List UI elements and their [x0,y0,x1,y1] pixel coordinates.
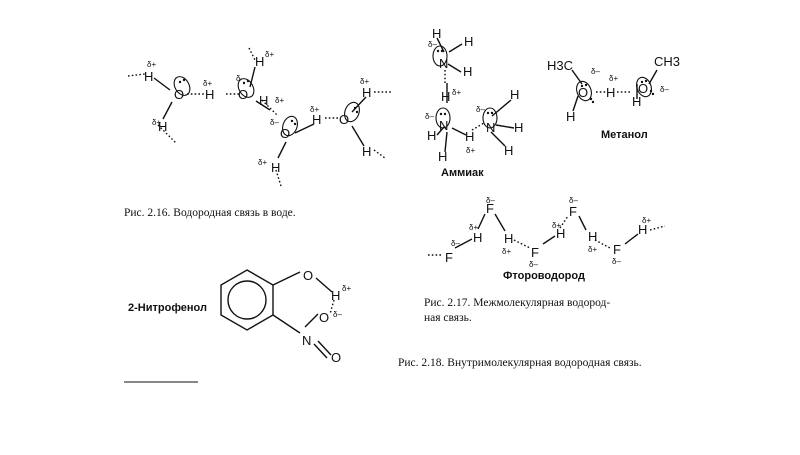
caption-fig-2-18: Рис. 2.18. Внутримолекулярная водородная… [398,357,642,369]
methanol-o-2: O [638,81,648,96]
hf-f: F [445,250,453,265]
methanol-delta-minus: δ– [660,85,669,94]
nitrophenol-h: H [331,288,340,303]
ammonia-delta-minus: δ– [428,40,437,49]
methanol-h-2: H [632,94,641,109]
ammonia-n-2: N [439,118,448,133]
water-delta-plus: δ+ [265,50,274,59]
ammonia-delta-minus: δ– [425,112,434,121]
nitrophenol-structure: O H O N O δ+ δ– [220,268,351,365]
hf-h: H [504,231,513,246]
water-delta-minus: δ– [236,74,245,83]
caption-fig-2-17-line1: Рис. 2.17. Межмолекулярная водород- [424,297,610,309]
water-h-9: H [362,144,371,159]
water-cluster: H O H H O H H O H H O H H δ+ δ+ δ+ δ– δ+… [127,47,392,187]
label-methanol: Метанол [601,129,648,141]
hf-h: H [638,222,647,237]
hf-h: H [588,229,597,244]
hf-h: H [473,230,482,245]
water-h-7: H [271,160,280,175]
methanol-ch3-right: CH3 [654,54,680,69]
nitrophenol-o-nitro: O [319,310,329,325]
hf-delta-plus: δ+ [469,223,478,232]
hf-delta-minus: δ– [569,196,578,205]
caption-fig-2-17-line2: ная связь. [424,312,472,324]
nitrophenol-o-hydroxyl: O [303,268,313,283]
hf-delta-plus: δ+ [502,247,511,256]
water-delta-plus: δ+ [258,158,267,167]
water-h-1: H [144,69,153,84]
water-o-4: O [339,112,349,127]
water-delta-plus: δ+ [310,105,319,114]
water-delta-plus: δ+ [203,79,212,88]
hf-chain: F H F H F H F H F H δ– δ+ δ– δ+ δ– δ+ δ–… [428,196,666,269]
water-o-1: O [174,87,184,102]
water-delta-plus: δ+ [275,96,284,105]
methanol-delta-minus: δ– [591,67,600,76]
ammonia-cluster: N H H H H N H H H N H H H δ– δ+ δ– δ+ δ– [425,26,523,164]
water-h-8: H [362,85,371,100]
methanol-pair: H3C O H H O CH3 H δ– δ+ δ– [547,54,680,124]
hf-delta-plus: δ+ [552,221,561,230]
ammonia-h: H [504,143,513,158]
ammonia-delta-minus: δ– [476,105,485,114]
hf-delta-plus: δ+ [642,216,651,225]
ammonia-h: H [510,87,519,102]
nitrophenol-delta-minus: δ– [333,310,342,319]
water-delta-minus: δ– [270,118,279,127]
hf-f: F [613,242,621,257]
water-h-3: H [205,87,214,102]
ammonia-h: H [463,64,472,79]
ammonia-n-3: N [486,120,495,135]
hf-delta-minus: δ– [529,260,538,269]
hf-f: F [569,204,577,219]
ammonia-h: H [438,149,447,164]
methanol-delta-plus: δ+ [609,74,618,83]
ammonia-h: H [465,129,474,144]
hf-h: H [556,226,565,241]
hf-delta-plus: δ+ [588,245,597,254]
ammonia-delta-plus: δ+ [466,146,475,155]
hf-delta-minus: δ– [486,196,495,205]
hf-delta-minus: δ– [612,257,621,266]
ammonia-h: H [441,89,450,104]
water-delta-plus: δ+ [152,118,161,127]
water-h-4: H [255,54,264,69]
water-delta-plus: δ+ [147,60,156,69]
ammonia-n-1: N [439,56,448,71]
water-o-2: O [238,87,248,102]
hf-f: F [486,201,494,216]
ammonia-h: H [427,128,436,143]
ammonia-h: H [432,26,441,41]
hf-f: F [531,245,539,260]
water-delta-plus: δ+ [360,77,369,86]
methanol-h-1: H [566,109,575,124]
water-o-3: O [280,126,290,141]
methanol-ch3-left: H3C [547,58,573,73]
methanol-h-bridge: H [606,85,615,100]
nitrophenol-delta-plus: δ+ [342,284,351,293]
nitrophenol-n: N [302,333,311,348]
nitrophenol-o-2: O [331,350,341,365]
label-ammonia: Аммиак [441,167,484,179]
ammonia-h: H [514,120,523,135]
hf-delta-minus: δ– [451,239,460,248]
ammonia-delta-plus: δ+ [452,88,461,97]
label-2-nitrophenol: 2-Нитрофенол [128,302,207,314]
label-hydrogen-fluoride: Фтороводород [503,270,585,282]
water-h-5: H [259,93,268,108]
water-h-6: H [312,112,321,127]
methanol-o-1: O [578,85,588,100]
water-h-2: H [158,119,167,134]
ammonia-h: H [464,34,473,49]
caption-fig-2-16: Рис. 2.16. Водородная связь в воде. [124,207,296,219]
